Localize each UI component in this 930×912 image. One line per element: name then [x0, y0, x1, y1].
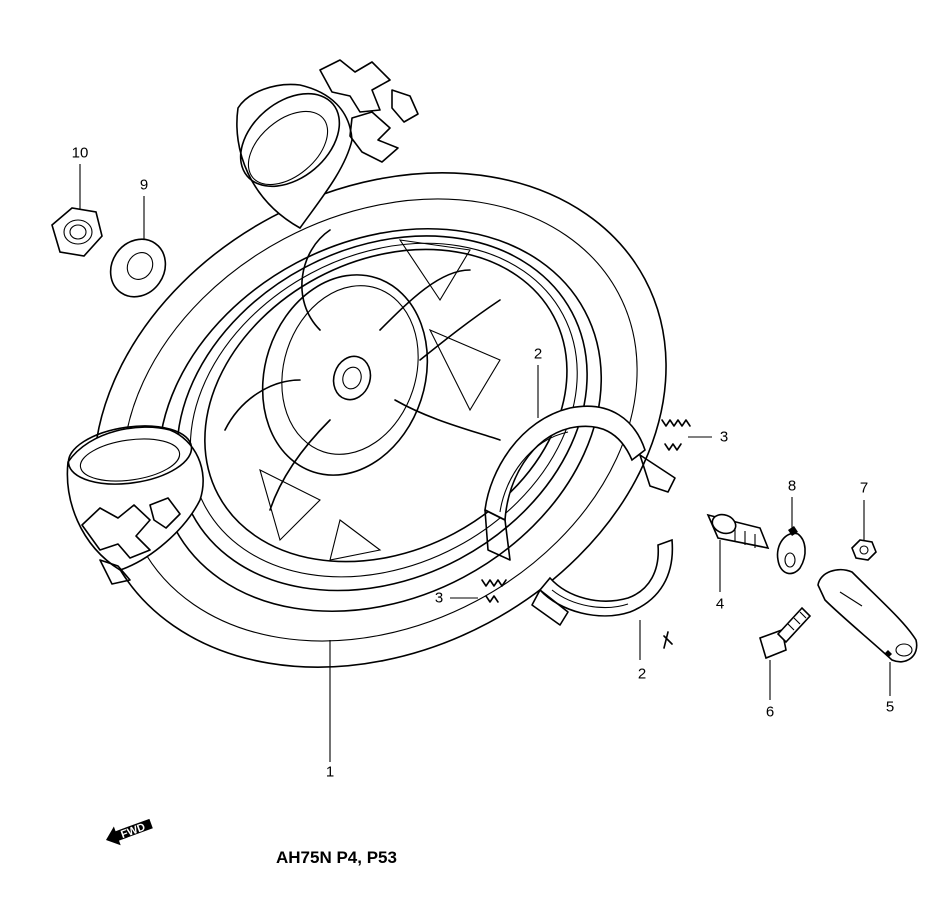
callout-9: 9 [139, 176, 149, 194]
brake-shoe-upper-drawing [484, 405, 676, 561]
callout-3-lower: 3 [434, 589, 444, 607]
tire-cutaway-bottom [66, 425, 204, 585]
callout-1: 1 [325, 763, 335, 781]
brake-cam-drawing [706, 513, 770, 550]
small-pin-drawing [663, 631, 673, 649]
nut-part7-drawing [851, 539, 877, 561]
wheel-hub-drawing [224, 229, 501, 561]
leader-lines [79, 164, 891, 762]
model-code-label: AH75N P4, P53 [276, 848, 397, 867]
callout-5: 5 [885, 698, 895, 716]
shoe-spring-upper-drawing [661, 419, 691, 451]
fwd-arrow-icon: FWD [106, 818, 153, 846]
tire-cutaway-top [236, 59, 419, 230]
fwd-text: FWD [119, 821, 147, 841]
callout-8: 8 [787, 477, 797, 495]
callout-2-upper: 2 [533, 345, 543, 363]
rear-wheel-tire-drawing [93, 172, 667, 668]
callout-2-lower: 2 [637, 665, 647, 683]
brake-shoe-lower-drawing [531, 538, 674, 626]
washer-part9-drawing [109, 238, 167, 298]
callout-4: 4 [715, 595, 725, 613]
callout-3-upper: 3 [719, 428, 729, 446]
brake-cam-lever-drawing [817, 568, 918, 663]
callout-10: 10 [71, 144, 89, 162]
shoe-spring-lower-drawing [481, 579, 507, 603]
bolt-part6-drawing [759, 606, 812, 660]
callout-7: 7 [859, 479, 869, 497]
callout-6: 6 [765, 703, 775, 721]
indicator-plate-drawing [776, 526, 806, 575]
axle-nut-part10-drawing [51, 207, 103, 257]
